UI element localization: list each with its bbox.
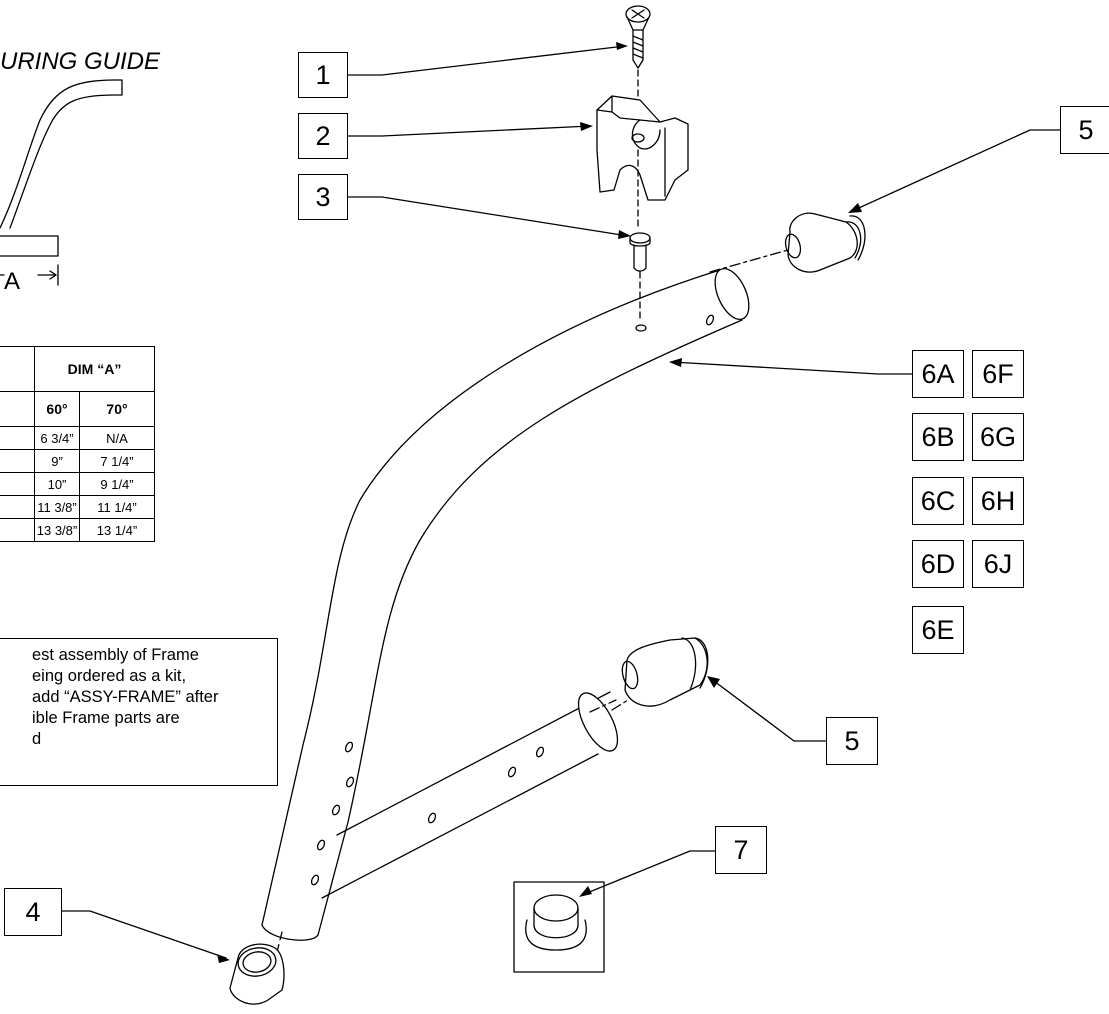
note-line: eing ordered as a kit, [32, 667, 187, 685]
cap-part-7 [513, 881, 605, 973]
note-line: d [32, 730, 42, 748]
note-line: est assembly of Frame [32, 646, 199, 664]
callout-5-top: 5 [1060, 106, 1109, 154]
note-line: add “ASSY-FRAME” after [32, 688, 219, 706]
callout-7: 7 [715, 826, 767, 874]
table-cell: N/A [79, 426, 155, 450]
table-cell: 13 3/8” [34, 518, 80, 542]
callout-6g: 6G [972, 413, 1024, 461]
callout-2: 2 [298, 113, 348, 159]
end-plug-part-5-bottom [589, 637, 709, 713]
note-line: ible Frame parts are [32, 709, 180, 727]
callout-6f: 6F [972, 350, 1024, 398]
end-plug-part-5-top [709, 212, 866, 273]
table-row: 13 3/8” 13 1/4” [0, 518, 155, 542]
table-row: 10” 9 1/4” [0, 472, 155, 496]
dimension-table-header: DIM “A” [34, 346, 155, 392]
callout-6c: 6C [912, 477, 964, 525]
table-row: 6 3/4” N/A [0, 426, 155, 450]
leader-lines [61, 45, 1061, 959]
lower-branch-tube [321, 691, 619, 899]
callout-6d: 6D [912, 540, 964, 588]
callout-6h: 6H [972, 477, 1024, 525]
table-cell: 10” [34, 472, 80, 496]
callout-6e: 6E [912, 606, 964, 654]
table-cell: 6 3/4” [34, 426, 80, 450]
table-cell: 11 3/8” [34, 495, 80, 519]
dimension-table: DIM “A” 60° 70° 6 3/4” N/A 9” 7 1/4” 10”… [0, 346, 155, 542]
callout-6a: 6A [912, 350, 964, 398]
bottom-cap-part-4 [229, 931, 285, 1005]
table-cell: 13 1/4” [79, 518, 155, 542]
callout-6j: 6J [972, 540, 1024, 588]
table-cell: 11 1/4” [79, 495, 155, 519]
column-70-header: 70° [79, 391, 155, 427]
measuring-guide-sketch [0, 79, 123, 286]
frame-tube-part-6 [261, 268, 750, 941]
callout-5-bottom: 5 [826, 717, 878, 765]
arrowheads [217, 42, 862, 963]
measuring-guide-title: URING GUIDE [0, 48, 161, 75]
barrel-nut-part-3 [629, 232, 651, 332]
table-row: 11 3/8” 11 1/4” [0, 495, 155, 519]
column-60-header: 60° [34, 391, 80, 427]
assembly-note: est assembly of Frame eing ordered as a … [0, 638, 278, 786]
dimension-a-letter: A [4, 268, 21, 295]
clamp-part-2 [596, 95, 689, 229]
screw-part-1 [625, 5, 651, 101]
dimension-a-label: A [4, 268, 20, 296]
callout-4: 4 [4, 888, 62, 936]
callout-1: 1 [298, 52, 348, 98]
callout-3: 3 [298, 174, 348, 220]
table-row: 9” 7 1/4” [0, 449, 155, 473]
table-cell: 7 1/4” [79, 449, 155, 473]
table-cell: 9 1/4” [79, 472, 155, 496]
callout-6b: 6B [912, 413, 964, 461]
table-cell: 9” [34, 449, 80, 473]
